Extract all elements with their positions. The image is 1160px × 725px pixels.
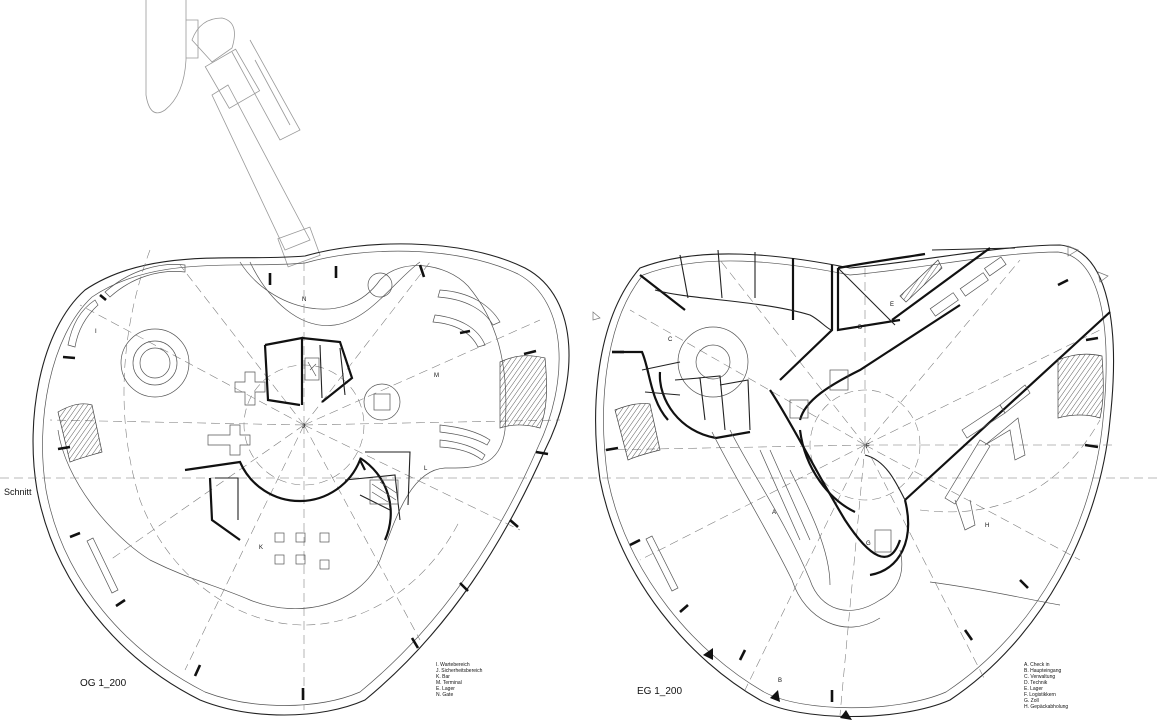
og-room-i: I (95, 329, 97, 335)
eg-room-e: E (890, 302, 894, 308)
og-outer-envelope (32, 243, 570, 716)
og-room-n: N (302, 297, 306, 303)
svg-text:A. Check in: A. Check in (1024, 662, 1050, 668)
og-room-l: L (424, 466, 428, 472)
svg-text:G. Zoll: G. Zoll (1024, 698, 1039, 704)
og-legend: I. Wartebereich J. Sicherheitsbereich K.… (436, 662, 483, 698)
svg-text:J. Sicherheitsbereich: J. Sicherheitsbereich (436, 668, 483, 674)
svg-text:C. Verwaltung: C. Verwaltung (1024, 674, 1055, 680)
aircraft-outline (145, 0, 199, 114)
eg-plan-title: EG 1_200 (637, 686, 682, 697)
entrance-arrow-icon (770, 690, 780, 702)
svg-text:N. Gate: N. Gate (436, 692, 453, 698)
svg-text:D. Technik: D. Technik (1024, 680, 1048, 686)
svg-text:M. Terminal: M. Terminal (436, 680, 462, 686)
eg-room-b: B (778, 678, 782, 684)
entrance-arrow-icon (703, 648, 713, 660)
og-plan-title: OG 1_200 (80, 678, 127, 689)
svg-text:H. Gepäckabholung: H. Gepäckabholung (1024, 704, 1068, 710)
og-room-j: J (302, 424, 305, 430)
svg-text:E. Lager: E. Lager (1024, 686, 1043, 692)
view-arrow-icon (592, 311, 601, 321)
eg-room-c: C (668, 337, 673, 343)
eg-legend: A. Check in B. Haupteingang C. Verwaltun… (1024, 662, 1068, 710)
entrance-arrow-icon (840, 710, 852, 720)
svg-text:E. Lager: E. Lager (436, 686, 455, 692)
eg-outer-envelope (595, 244, 1114, 717)
view-arrow-icon (1067, 245, 1079, 257)
svg-text:K. Bar: K. Bar (436, 674, 450, 680)
jet-bridge (191, 17, 321, 268)
svg-text:B. Haupteingang: B. Haupteingang (1024, 668, 1061, 674)
eg-room-h: H (985, 523, 989, 529)
svg-text:I. Wartebereich: I. Wartebereich (436, 662, 470, 668)
og-room-m: M (434, 373, 439, 379)
section-label: Schnitt (4, 487, 32, 497)
og-room-k: K (259, 545, 263, 551)
svg-text:F. Logistikkern: F. Logistikkern (1024, 692, 1056, 698)
eg-room-f: F (866, 444, 870, 450)
upper-floor-plan: I J K L M N OG 1_200 I. Wartebereich J. … (0, 243, 1160, 716)
eg-room-d: D (858, 325, 863, 331)
eg-room-a: A (772, 510, 776, 516)
ground-floor-plan: A B C D E F G H EG 1_200 A. Check in B. … (592, 244, 1115, 720)
eg-room-g: G (866, 541, 871, 547)
view-arrow-icon (1097, 271, 1109, 283)
